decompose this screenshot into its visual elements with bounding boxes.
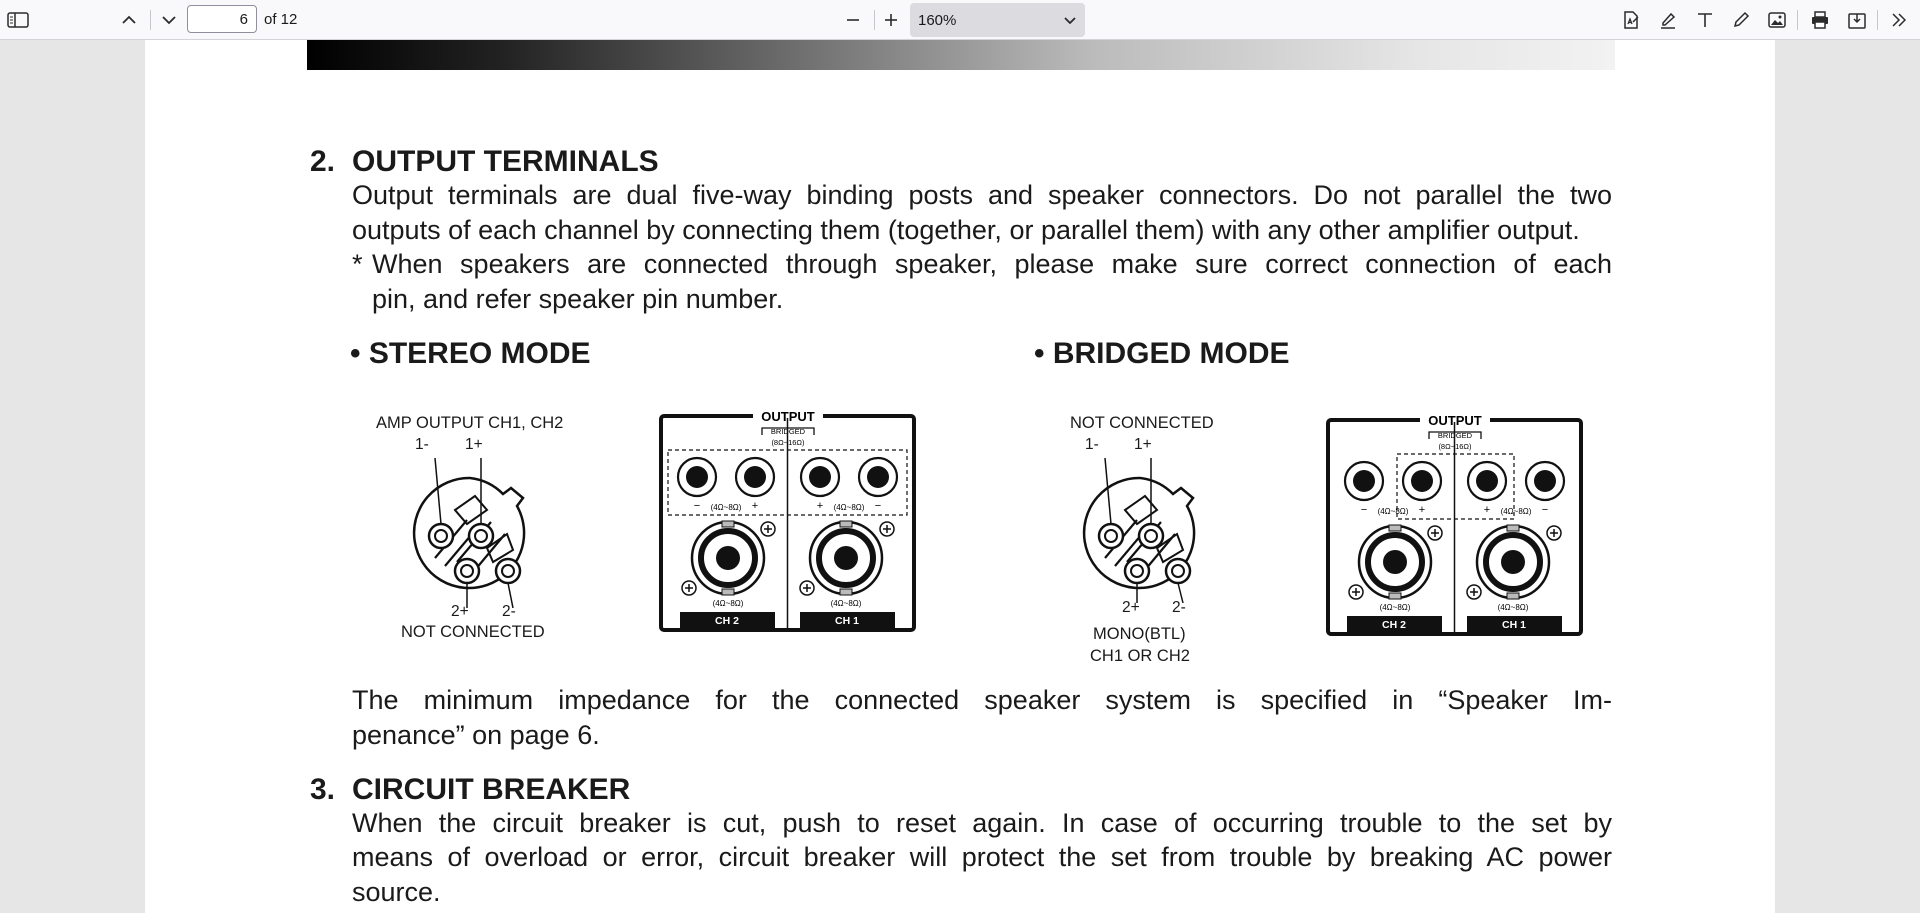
save-icon[interactable] <box>1843 6 1871 34</box>
text-icon[interactable] <box>1691 6 1719 34</box>
pin-label: 2- <box>1172 599 1186 616</box>
page-count: of 12 <box>264 11 298 28</box>
connector-label: AMP OUTPUT CH1, CH2 <box>376 414 564 432</box>
terminal-polarity: − <box>1361 504 1367 516</box>
terminal-range: (4Ω~8Ω) <box>831 599 862 608</box>
speakon-jack-ch1: (4Ω~8Ω) <box>1466 524 1562 612</box>
paragraph-line: penance” on page 6. <box>352 720 600 750</box>
terminal-polarity: + <box>817 500 823 512</box>
terminal-range: (4Ω~8Ω) <box>1380 603 1411 612</box>
stereo-mode-title: • STEREO MODE <box>350 337 591 370</box>
panel-output-label: OUTPUT <box>1428 413 1482 428</box>
terminal-range: (4Ω~8Ω) <box>1501 507 1532 516</box>
sidebar-toggle-icon[interactable] <box>4 6 32 34</box>
speakon-connector-diagram-bridged <box>1082 458 1196 604</box>
zoom-in-button[interactable] <box>877 6 905 34</box>
pin-label: 2+ <box>451 603 469 620</box>
paragraph-line: Output terminals are dual five-way bindi… <box>352 180 1612 210</box>
highlight-icon[interactable] <box>1654 6 1682 34</box>
terminal-range: (4Ω~8Ω) <box>1498 603 1529 612</box>
panel-output-label: OUTPUT <box>761 409 815 424</box>
panel-bridged-label: BRIDGED <box>1438 431 1473 440</box>
terminal-polarity: + <box>1419 504 1425 516</box>
text-recognition-icon[interactable] <box>1617 6 1645 34</box>
print-icon[interactable] <box>1806 6 1834 34</box>
paragraph-line: source. <box>352 877 441 907</box>
output-panel-diagram-bridged: OUTPUT BRIDGED (8Ω~16Ω) − + + − (4Ω~8Ω) … <box>1326 412 1583 636</box>
terminal-polarity: − <box>1542 504 1548 516</box>
speakon-jack-ch2: (4Ω~8Ω) <box>681 520 776 608</box>
previous-page-button[interactable] <box>115 6 143 34</box>
zoom-select[interactable]: 160% <box>910 3 1085 37</box>
terminal-polarity: − <box>875 500 881 512</box>
terminal-range: (4Ω~8Ω) <box>834 503 865 512</box>
pin-label: 1+ <box>465 436 483 453</box>
speakon-jack-ch2: (4Ω~8Ω) <box>1348 524 1443 612</box>
pin-label: 2+ <box>1122 599 1140 616</box>
image-icon[interactable] <box>1763 6 1791 34</box>
connector-label: MONO(BTL) <box>1093 625 1186 643</box>
channel-label: CH 1 <box>835 615 859 627</box>
pdf-toolbar: of 12 160% <box>0 0 1920 40</box>
output-panel-diagram-stereo: OUTPUT BRIDGED (8Ω~16Ω) − + + − (4Ω~8Ω) … <box>659 408 916 632</box>
channel-label: CH 2 <box>715 615 739 627</box>
pdf-page: 2. OUTPUT TERMINALS Output terminals are… <box>145 40 1775 913</box>
page-number-input[interactable] <box>187 5 257 33</box>
paragraph-line: When the circuit breaker is cut, push to… <box>352 808 1612 838</box>
section-number: 3. <box>310 773 336 806</box>
channel-label: CH 1 <box>1502 619 1526 631</box>
terminal-range: (4Ω~8Ω) <box>713 599 744 608</box>
note-line: pin, and refer speaker pin number. <box>372 284 784 314</box>
connector-label: NOT CONNECTED <box>401 623 545 641</box>
connector-label: CH1 OR CH2 <box>1090 647 1190 665</box>
terminal-polarity: + <box>752 500 758 512</box>
terminal-range: (4Ω~8Ω) <box>711 503 742 512</box>
terminal-polarity: + <box>1484 504 1490 516</box>
connector-label: NOT CONNECTED <box>1070 414 1214 432</box>
note-marker: * <box>352 249 363 279</box>
paragraph-line: The minimum impedance for the connected … <box>352 685 1612 715</box>
terminal-polarity: − <box>694 500 700 512</box>
more-tools-icon[interactable] <box>1885 6 1913 34</box>
terminal-range: (4Ω~8Ω) <box>1378 507 1409 516</box>
header-gradient-bar <box>307 40 1615 70</box>
section-title: OUTPUT TERMINALS <box>352 145 659 178</box>
paragraph-line: means of overload or error, circuit brea… <box>352 842 1612 872</box>
speakon-jack-ch1: (4Ω~8Ω) <box>799 520 895 608</box>
chevron-up-icon <box>121 15 137 25</box>
bridged-mode-title: • BRIDGED MODE <box>1034 337 1290 370</box>
zoom-value: 160% <box>918 11 957 29</box>
draw-icon[interactable] <box>1727 6 1755 34</box>
zoom-out-button[interactable] <box>839 6 867 34</box>
speakon-connector-diagram <box>412 458 526 608</box>
chevron-down-icon <box>161 15 177 25</box>
panel-bridged-label: BRIDGED <box>771 427 806 436</box>
pin-label: 1+ <box>1134 436 1152 453</box>
paragraph-line: outputs of each channel by connecting th… <box>352 215 1580 245</box>
pin-label: 1- <box>1085 436 1099 453</box>
minus-icon <box>845 12 861 28</box>
note-line: When speakers are connected through spea… <box>372 249 1612 279</box>
section-number: 2. <box>310 145 336 178</box>
section-title: CIRCUIT BREAKER <box>352 773 631 806</box>
channel-label: CH 2 <box>1382 619 1406 631</box>
next-page-button[interactable] <box>155 6 183 34</box>
chevron-down-icon <box>1063 13 1077 30</box>
plus-icon <box>883 12 899 28</box>
pin-label: 1- <box>415 436 429 453</box>
